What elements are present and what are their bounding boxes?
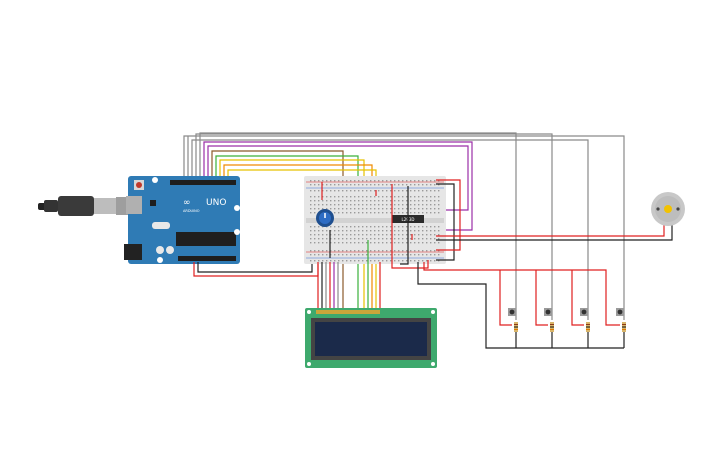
breadboard	[304, 176, 446, 264]
usb-cable	[38, 196, 134, 216]
dc-motor	[651, 192, 685, 226]
wire-ground	[197, 262, 313, 273]
potentiometer	[316, 209, 334, 227]
arduino-logo-icon: ∞	[183, 198, 191, 208]
push-button	[616, 308, 624, 316]
arduino-uno: ∞ UNO ARDUINO	[124, 176, 240, 264]
button-wires	[417, 262, 625, 349]
board-brand: UNO	[206, 198, 226, 208]
resistor	[622, 322, 626, 332]
breadboard-wires	[321, 179, 461, 269]
button-group	[508, 308, 626, 332]
push-button	[580, 308, 588, 316]
resistor	[586, 322, 590, 332]
wire-power	[193, 262, 319, 277]
lcd-wires	[317, 240, 381, 310]
push-button	[508, 308, 516, 316]
resistor	[514, 322, 518, 332]
push-button	[544, 308, 552, 316]
board-caption: ARDUINO	[183, 209, 200, 213]
resistor	[550, 322, 554, 332]
motor-wires	[436, 222, 673, 241]
lcd-16x2	[305, 308, 437, 368]
